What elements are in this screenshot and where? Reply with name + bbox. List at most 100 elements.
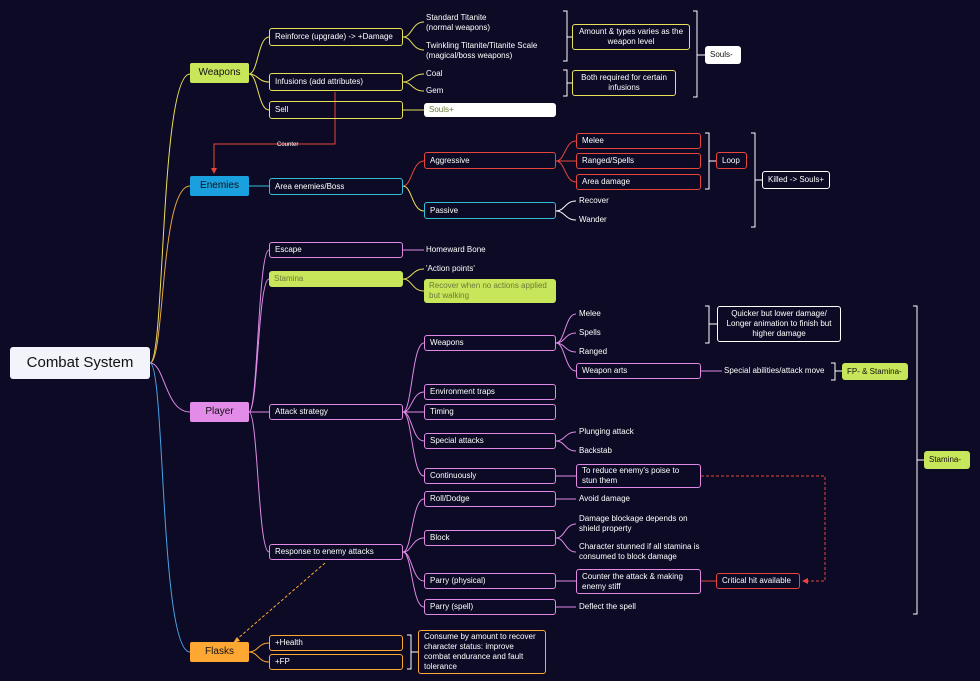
loop-node: Loop: [716, 152, 747, 169]
link-weapons-sell: [248, 73, 270, 111]
block-node[interactable]: Block: [424, 530, 556, 546]
coal-text: Coal: [426, 69, 443, 78]
stamina-node[interactable]: Stamina: [269, 271, 403, 287]
special-attacks-node[interactable]: Special attacks: [424, 433, 556, 449]
brace-stamina-minus: [913, 305, 924, 615]
link-reinforce-twinkling: [402, 36, 425, 51]
twinkling-text: Twinkling Titanite/Titanite Scale (magic…: [426, 41, 538, 60]
brace-fp: [831, 362, 842, 381]
homeward-text: Homeward Bone: [426, 245, 486, 254]
wander-text: Wander: [579, 215, 607, 224]
counter-label: Counter: [277, 142, 299, 148]
quicker-note: Quicker but lower damage/ Longer animati…: [717, 306, 841, 342]
enemies-node[interactable]: Enemies: [190, 176, 249, 196]
amount-note: Amount & types varies as the weapon leve…: [572, 24, 690, 50]
flasks-node[interactable]: Flasks: [190, 642, 249, 662]
link-special-backstab: [555, 440, 577, 452]
dashed-response-flasks: [235, 562, 326, 641]
passive-node[interactable]: Passive: [424, 202, 556, 219]
counter-arrow: [211, 168, 217, 174]
timing-node[interactable]: Timing: [424, 404, 556, 420]
link-attack-continuously: [402, 411, 425, 477]
brace-quicker: [705, 305, 717, 344]
player-spells-text: Spells: [579, 328, 601, 337]
fp-stamina-node: FP- & Stamina-: [842, 363, 908, 380]
link-passive-wander: [555, 210, 577, 221]
link-response-roll: [402, 498, 425, 553]
link-attack-weapons: [402, 342, 425, 413]
consume-note: Consume by amount to recover character s…: [418, 630, 546, 674]
env-traps-node[interactable]: Environment traps: [424, 384, 556, 400]
link-pweapons-melee: [555, 313, 577, 344]
weapon-arts-node[interactable]: Weapon arts: [576, 363, 701, 379]
block-note-2: Character stunned if all stamina is cons…: [579, 542, 700, 561]
link-response-parry-spell: [402, 551, 425, 608]
player-ranged-text: Ranged: [579, 347, 608, 356]
link-reinforce-titanite: [402, 21, 425, 38]
link-player-response: [248, 411, 270, 553]
titanite-text: Standard Titanite (normal weapons): [426, 13, 491, 32]
enemy-melee-node[interactable]: Melee: [576, 133, 701, 149]
action-points-text: 'Action points': [426, 264, 475, 273]
link-root-player: [149, 362, 191, 413]
infusions-node[interactable]: Infusions (add attributes): [269, 73, 403, 91]
link-root-enemies: [149, 185, 191, 364]
counter-note: Counter the attack & making enemy stiff: [576, 569, 701, 594]
health-node[interactable]: +Health: [269, 635, 403, 651]
sell-node[interactable]: Sell: [269, 101, 403, 119]
link-root-flasks: [149, 362, 191, 653]
link-stamina-action: [402, 268, 425, 280]
parry-spell-node[interactable]: Parry (spell): [424, 599, 556, 615]
link-block-note2: [555, 537, 577, 553]
link-special-plunging: [555, 431, 577, 442]
dashed-poise-critical: [701, 475, 826, 582]
link-weapons-reinforce: [248, 36, 270, 75]
plunging-text: Plunging attack: [579, 427, 634, 436]
link-flasks-fp: [248, 651, 270, 663]
link-block-note1: [555, 523, 577, 539]
aggressive-node[interactable]: Aggressive: [424, 152, 556, 169]
link-aggressive-melee: [555, 140, 577, 162]
link-attack-env: [402, 391, 425, 413]
link-response-block: [402, 537, 425, 553]
brace-killed: [751, 132, 762, 228]
continuously-node[interactable]: Continuously: [424, 468, 556, 484]
avoid-text: Avoid damage: [579, 494, 630, 503]
fp-node[interactable]: +FP: [269, 654, 403, 670]
response-node[interactable]: Response to enemy attacks: [269, 544, 403, 560]
poise-note: To reduce enemy's poise to stun them: [576, 464, 701, 488]
backstab-text: Backstab: [579, 446, 612, 455]
weapons-node[interactable]: Weapons: [190, 63, 249, 83]
block-note-1: Damage blockage depends on shield proper…: [579, 514, 688, 533]
gem-text: Gem: [426, 86, 444, 95]
player-weapons-node[interactable]: Weapons: [424, 335, 556, 351]
player-node[interactable]: Player: [190, 402, 249, 422]
escape-node[interactable]: Escape: [269, 242, 403, 258]
killed-node: Killed -> Souls+: [762, 171, 830, 189]
recover-note: Recover when no actions applied but walk…: [424, 279, 556, 303]
attack-strategy-node[interactable]: Attack strategy: [269, 404, 403, 420]
enemy-area-damage-node[interactable]: Area damage: [576, 174, 701, 190]
link-infusions-coal: [402, 73, 425, 83]
roll-node[interactable]: Roll/Dodge: [424, 491, 556, 507]
link-infusions-gem: [402, 81, 425, 92]
link-area-aggressive: [402, 160, 425, 187]
link-player-stamina: [248, 278, 270, 413]
link-stamina-recover: [402, 278, 425, 292]
area-enemies-node[interactable]: Area enemies/Boss: [269, 178, 403, 195]
player-melee-text: Melee: [579, 309, 601, 318]
special-abilities-text: Special abilities/attack move: [724, 366, 825, 375]
parry-physical-node[interactable]: Parry (physical): [424, 573, 556, 589]
souls-plus-node: Souls+: [424, 103, 556, 117]
brace-souls-minus: [693, 10, 705, 98]
deflect-text: Deflect the spell: [579, 602, 636, 611]
dashed-poise-arrow: [802, 578, 808, 584]
reinforce-node[interactable]: Reinforce (upgrade) -> +Damage: [269, 28, 403, 46]
root-node[interactable]: Combat System: [10, 347, 150, 379]
link-attack-special: [402, 411, 425, 442]
link-flasks-health: [248, 642, 270, 653]
enemy-ranged-node[interactable]: Ranged/Spells: [576, 153, 701, 169]
link-aggressive-areadmg: [555, 160, 577, 183]
